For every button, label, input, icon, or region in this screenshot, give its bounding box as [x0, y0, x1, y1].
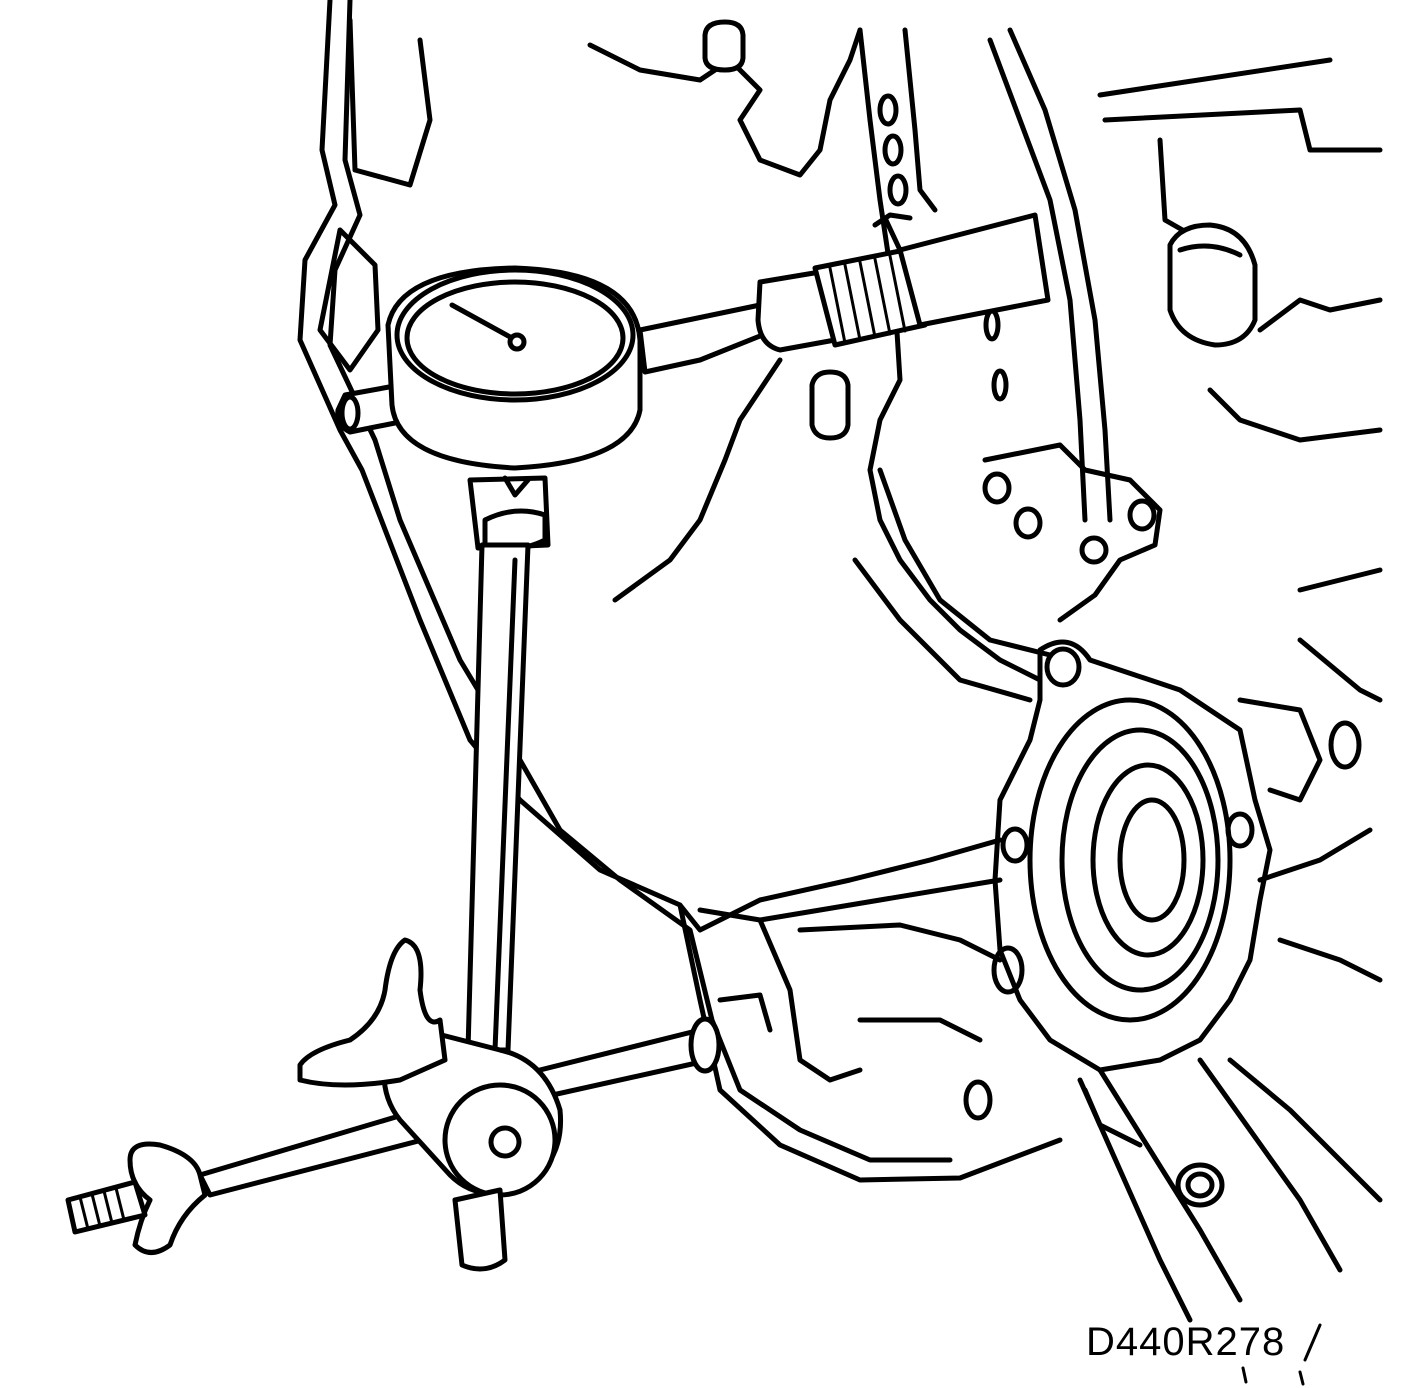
engine-block — [297, 0, 1383, 1323]
code-marks — [1241, 1323, 1322, 1386]
magnetic-stand — [65, 542, 722, 1272]
figure-code-label: D440R278 — [1086, 1320, 1286, 1364]
dial-indicator — [335, 212, 1051, 552]
